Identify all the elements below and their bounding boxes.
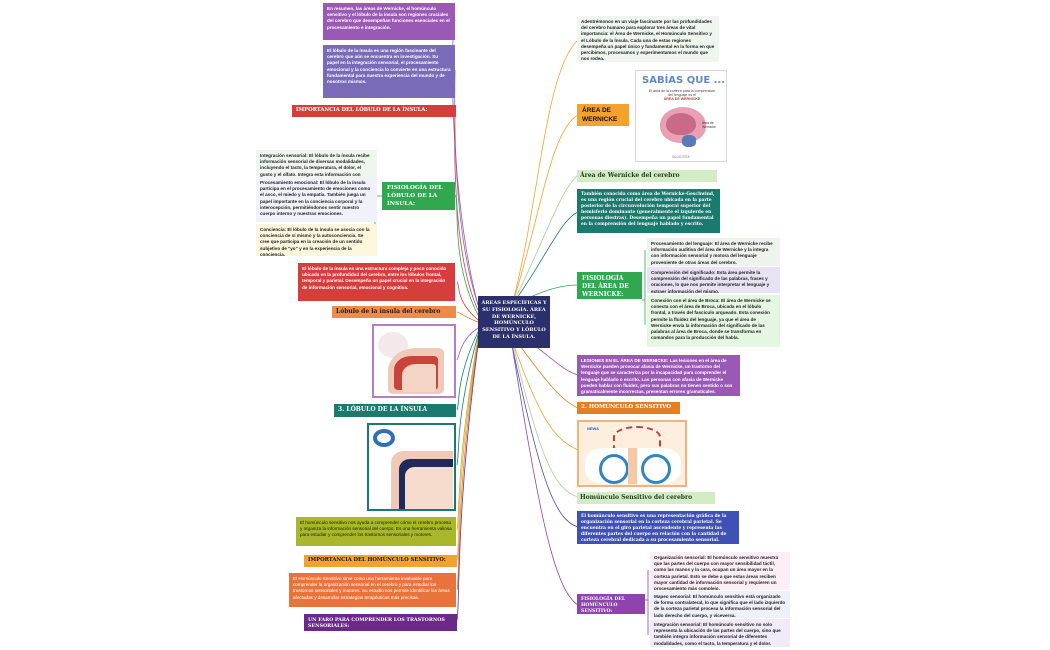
wernicke-lesions[interactable]: LESIONES EN EL ÁREA DE WERNICKE: Las les… [577,355,740,396]
wernicke-physiology-3[interactable]: Conexión con el área de Broca: El área d… [647,295,780,347]
insula-physiology-2[interactable]: Procesamiento emocional: El lóbulo de la… [256,177,377,222]
brand-label: NEWA [587,426,599,431]
insula-physiology-3[interactable]: Conciencia: El lóbulo de la ínsula se as… [256,224,377,256]
insula-importance-title[interactable]: IMPORTANCIA DEL LÓBULO DE LA ÍNSULA: [292,105,456,117]
wernicke-physiology-2[interactable]: Comprensión del significado: Esta área p… [647,267,780,293]
wernicke-physiology-1[interactable]: Procesamiento del lenguaje: El área de W… [647,238,780,266]
homunculo-physiology-title[interactable]: FISIOLOGÍA DEL HOMÚNCULO SENSITIVO: [577,594,645,614]
homunculo-importance-title[interactable]: IMPORTANCIA DEL HOMÚNCULO SENSITIVO: [304,555,457,567]
wernicke-physiology-title[interactable]: FISIOLOGÍA DEL ÁREA DE WERNICKE: [577,272,642,299]
insula-image-2 [367,423,456,511]
homunculo-physiology-3[interactable]: Integración sensorial: El homúnculo sens… [650,619,790,647]
wernicke-image: SABÍAS QUE ... El área de la corteza par… [635,70,727,162]
insula-importance-text[interactable]: El lóbulo de la ínsula es una región fas… [323,45,455,98]
homunculo-summary[interactable]: El homúnculo sensitivo nos ayuda a compr… [296,517,456,546]
homunculo-title[interactable]: 2. HOMÚNCULO SENSITIVO [577,402,680,414]
insula-summary[interactable]: En resumen, las áreas de Wernicke, el ho… [323,3,455,40]
wernicke-description[interactable]: También conocida como área de Wernicke-G… [577,189,720,233]
insula-image-1 [372,324,456,398]
sabias-que-highlight: ÁREA DE WERNICKE [663,97,701,101]
homunculo-image: NEWA [577,420,687,487]
homunculo-importance-text[interactable]: El Homúnculo Sensitivo sirve como una he… [289,573,456,607]
insula-description[interactable]: El lóbulo de la ínsula es una estructura… [298,263,455,301]
sabias-que-subtitle: El área de la corteza para la comprensió… [648,89,716,101]
wernicke-subtitle[interactable]: Área de Wernicke del cerebro [577,170,717,182]
central-topic[interactable]: ÁREAS ESPECÍFICAS Y SU FISIOLOGÍA. ÁREA … [478,296,550,348]
intro-note[interactable]: Adentrémonos en un viaje fascinante por … [577,16,719,62]
image-footer: BLOG EITA [672,155,690,159]
wernicke-title[interactable]: ÁREA DE WERNICKE [577,104,629,126]
insula-title[interactable]: 3. LÓBULO DE LA ÍNSULA [334,404,456,417]
brain-label: Área de Wernicke [702,121,716,129]
sabias-que-heading: SABÍAS QUE ... [642,75,726,86]
homunculo-disorders-title[interactable]: UN FARO PARA COMPRENDER LOS TRASTORNOS S… [304,614,457,631]
insula-physiology-title[interactable]: FISIOLOGÍA DEL LÓBULO DE LA ÍNSULA: [382,182,455,210]
homunculo-physiology-2[interactable]: Mapeo sensorial: El homúnculo sensitivo … [650,591,790,618]
homunculo-physiology-1[interactable]: Organización sensorial: El homúnculo sen… [650,552,790,590]
insula-physiology-1[interactable]: Integración sensorial: El lóbulo de la í… [256,150,377,177]
insula-subtitle[interactable]: Lóbulo de la ínsula del cerebro [332,306,456,318]
homunculo-subtitle[interactable]: Homúnculo Sensitivo del cerebro [577,492,715,504]
homunculo-description[interactable]: El homúnculo sensitivo es una representa… [577,511,739,544]
